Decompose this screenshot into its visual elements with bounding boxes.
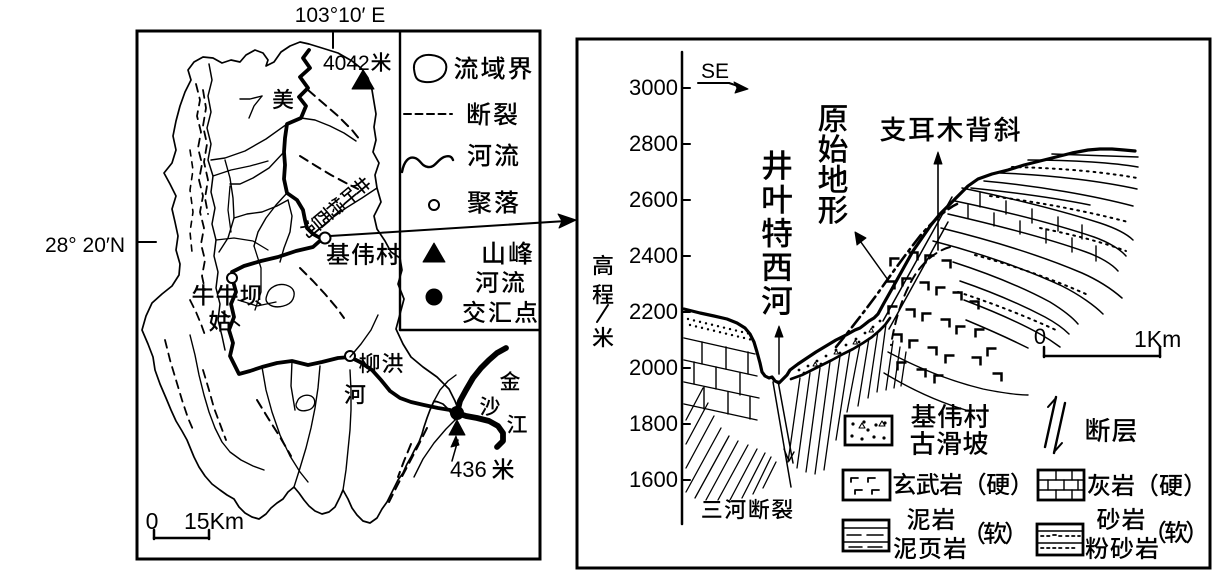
- svg-text:2800: 2800: [629, 131, 678, 156]
- svg-text:2600: 2600: [629, 187, 678, 212]
- svg-text:28° 20′N: 28° 20′N: [45, 234, 125, 257]
- svg-text:4042: 4042: [323, 52, 370, 75]
- svg-text:2200: 2200: [629, 299, 678, 324]
- svg-text:436: 436: [450, 457, 487, 482]
- svg-text:1Km: 1Km: [1134, 326, 1181, 352]
- svg-text:103°10′ E: 103°10′ E: [295, 4, 386, 27]
- svg-text:2400: 2400: [629, 243, 678, 268]
- svg-text:SE: SE: [701, 60, 729, 83]
- svg-text:15Km: 15Km: [184, 508, 244, 534]
- svg-text:1600: 1600: [629, 467, 678, 492]
- svg-text:0: 0: [146, 508, 159, 534]
- svg-text:0: 0: [1034, 324, 1046, 349]
- svg-text:2000: 2000: [629, 355, 678, 380]
- svg-text:3000: 3000: [629, 75, 678, 100]
- svg-text:1800: 1800: [629, 411, 678, 436]
